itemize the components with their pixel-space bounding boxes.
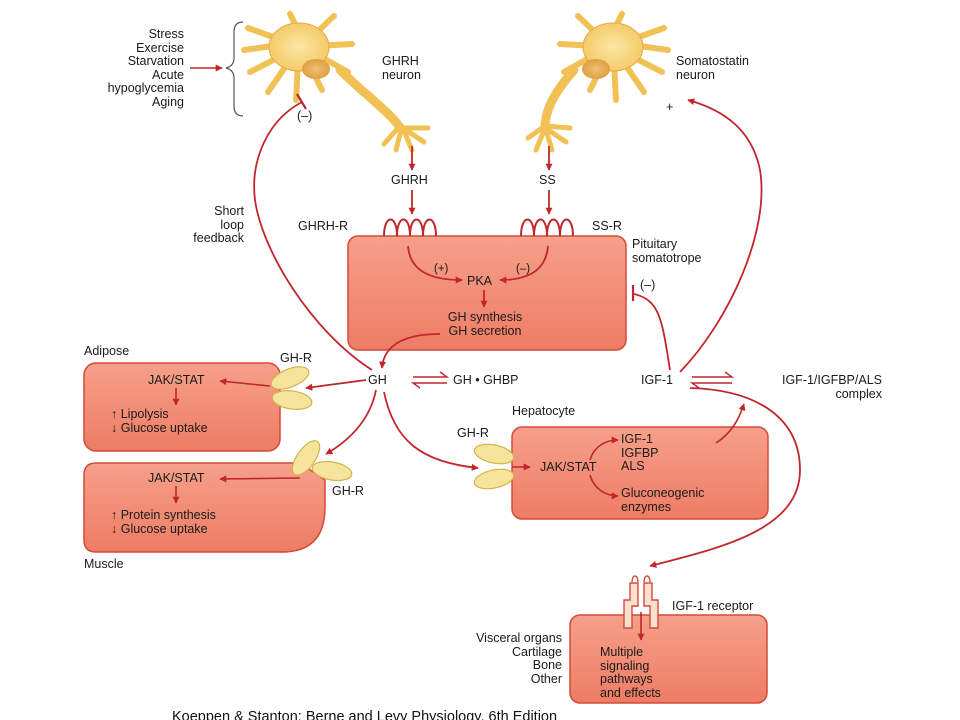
adipose-gh-receptor-label: GH-R [280, 351, 312, 365]
source-caption: Koeppen & Stanton: Berne and Levy Physio… [172, 709, 558, 720]
igf1-to-pituitary-line [633, 293, 671, 371]
muscle-gh-receptor-icon [291, 440, 353, 482]
target-effects: Multiple signaling pathways and effects [600, 645, 661, 700]
pka-label: PKA [467, 274, 493, 288]
igf1-complex-equilibrium-icon [689, 371, 735, 389]
muscle-label: Muscle [84, 557, 124, 571]
gh-to-adipose-arrow [305, 379, 367, 391]
ghrh-to-pka-arrow [407, 245, 463, 284]
hepatocyte-igf1-release-arrow [715, 403, 746, 444]
hepatocyte-label: Hepatocyte [512, 404, 576, 418]
ss-receptor-icon [520, 218, 574, 237]
igf1-receptor-icon [623, 575, 659, 629]
muscle-receptor-to-jakstat-arrow [219, 475, 301, 483]
gh-outputs-label: GH synthesis GH secretion [447, 310, 523, 338]
short-loop-inhibit-bar [296, 93, 307, 110]
target-tissue-box [569, 614, 768, 704]
adipose-box [83, 362, 281, 452]
stimulus-hypoglycemia: hypoglycemia [107, 81, 184, 95]
adipose-receptor-to-jakstat-arrow [219, 378, 271, 387]
gh-to-muscle-arrow [325, 389, 377, 455]
ghrh-plus-label: (+) [434, 263, 449, 275]
muscle-jakstat-label: JAK/STAT [148, 471, 205, 485]
igf1-complex-label: IGF-1/IGFBP/ALS complex [781, 373, 882, 401]
ghrh-neuron-label: GHRH neuron [382, 54, 421, 82]
stimulus-stress: Stress [148, 27, 184, 41]
ghrh-receptor-label: GHRH-R [298, 219, 348, 233]
somatostatin-neuron-label: Somatostatin neuron [676, 54, 749, 82]
ss-to-pka-arrow [499, 245, 549, 284]
igf1-to-receptor-arrow [649, 387, 801, 568]
jakstat-to-igf1-arrow [589, 436, 619, 461]
short-loop-feedback-line [253, 101, 373, 371]
short-loop-minus-label: (–) [297, 109, 313, 123]
igf1-to-somatostatin-arrow [679, 98, 763, 373]
ghrh-neuron-icon [241, 11, 431, 153]
ghrh-receptor-icon [383, 218, 437, 237]
stimuli-brace [225, 21, 244, 117]
adipose-gh-receptor-icon [270, 366, 313, 410]
stimuli-list: Stress Exercise Starvation Acute hypogly… [80, 27, 184, 109]
hepatocyte-products: IGF-1 IGFBP ALS [621, 432, 659, 473]
stimulus-aging: Aging [152, 94, 184, 109]
somatostatin-neuron-icon [525, 11, 671, 153]
muscle-effects: ↑ Protein synthesis ↓ Glucose uptake [111, 508, 216, 536]
hepatocyte-jakstat-label: JAK/STAT [540, 460, 597, 474]
igf1-label: IGF-1 [641, 373, 673, 387]
gluconeogenic-enzymes-label: Gluconeogenic enzymes [621, 486, 705, 514]
short-loop-feedback-label: Short loop feedback [193, 204, 244, 245]
target-tissues-list: Visceral organs Cartilage Bone Other [476, 631, 562, 686]
stimulus-acute: Acute [152, 67, 184, 82]
ss-minus-label: (–) [516, 263, 531, 275]
ss-receptor-label: SS-R [592, 219, 622, 233]
ss-signal-label: SS [539, 173, 556, 187]
gh-ghbp-label: GH • GHBP [453, 373, 519, 387]
hepatocyte-gh-receptor-label: GH-R [457, 426, 489, 440]
muscle-box [83, 462, 326, 553]
igf1-receptor-label: IGF-1 receptor [672, 599, 754, 613]
jakstat-to-gluconeogenic-arrow [589, 474, 619, 500]
hepatocyte-gh-receptor-icon [473, 443, 515, 490]
adipose-effects: ↑ Lipolysis ↓ Glucose uptake [111, 407, 208, 435]
stimulus-starvation: Starvation [127, 54, 184, 68]
gh-release-arrow [379, 333, 441, 369]
igf1-pituitary-minus-label: (–) [640, 278, 656, 292]
ghrh-signal-label: GHRH [391, 173, 428, 187]
pituitary-box [347, 235, 627, 351]
adipose-jakstat-label: JAK/STAT [148, 373, 205, 387]
muscle-gh-receptor-label: GH-R [332, 484, 364, 498]
adipose-label: Adipose [84, 344, 130, 358]
gh-ghbp-equilibrium-icon [410, 371, 450, 389]
gh-to-hepatocyte-arrow [383, 391, 479, 471]
pituitary-label: Pituitary somatotrope [632, 237, 702, 265]
somatostatin-plus-label: + [666, 100, 674, 114]
stimulus-exercise: Exercise [136, 40, 184, 55]
gh-label: GH [368, 373, 387, 387]
